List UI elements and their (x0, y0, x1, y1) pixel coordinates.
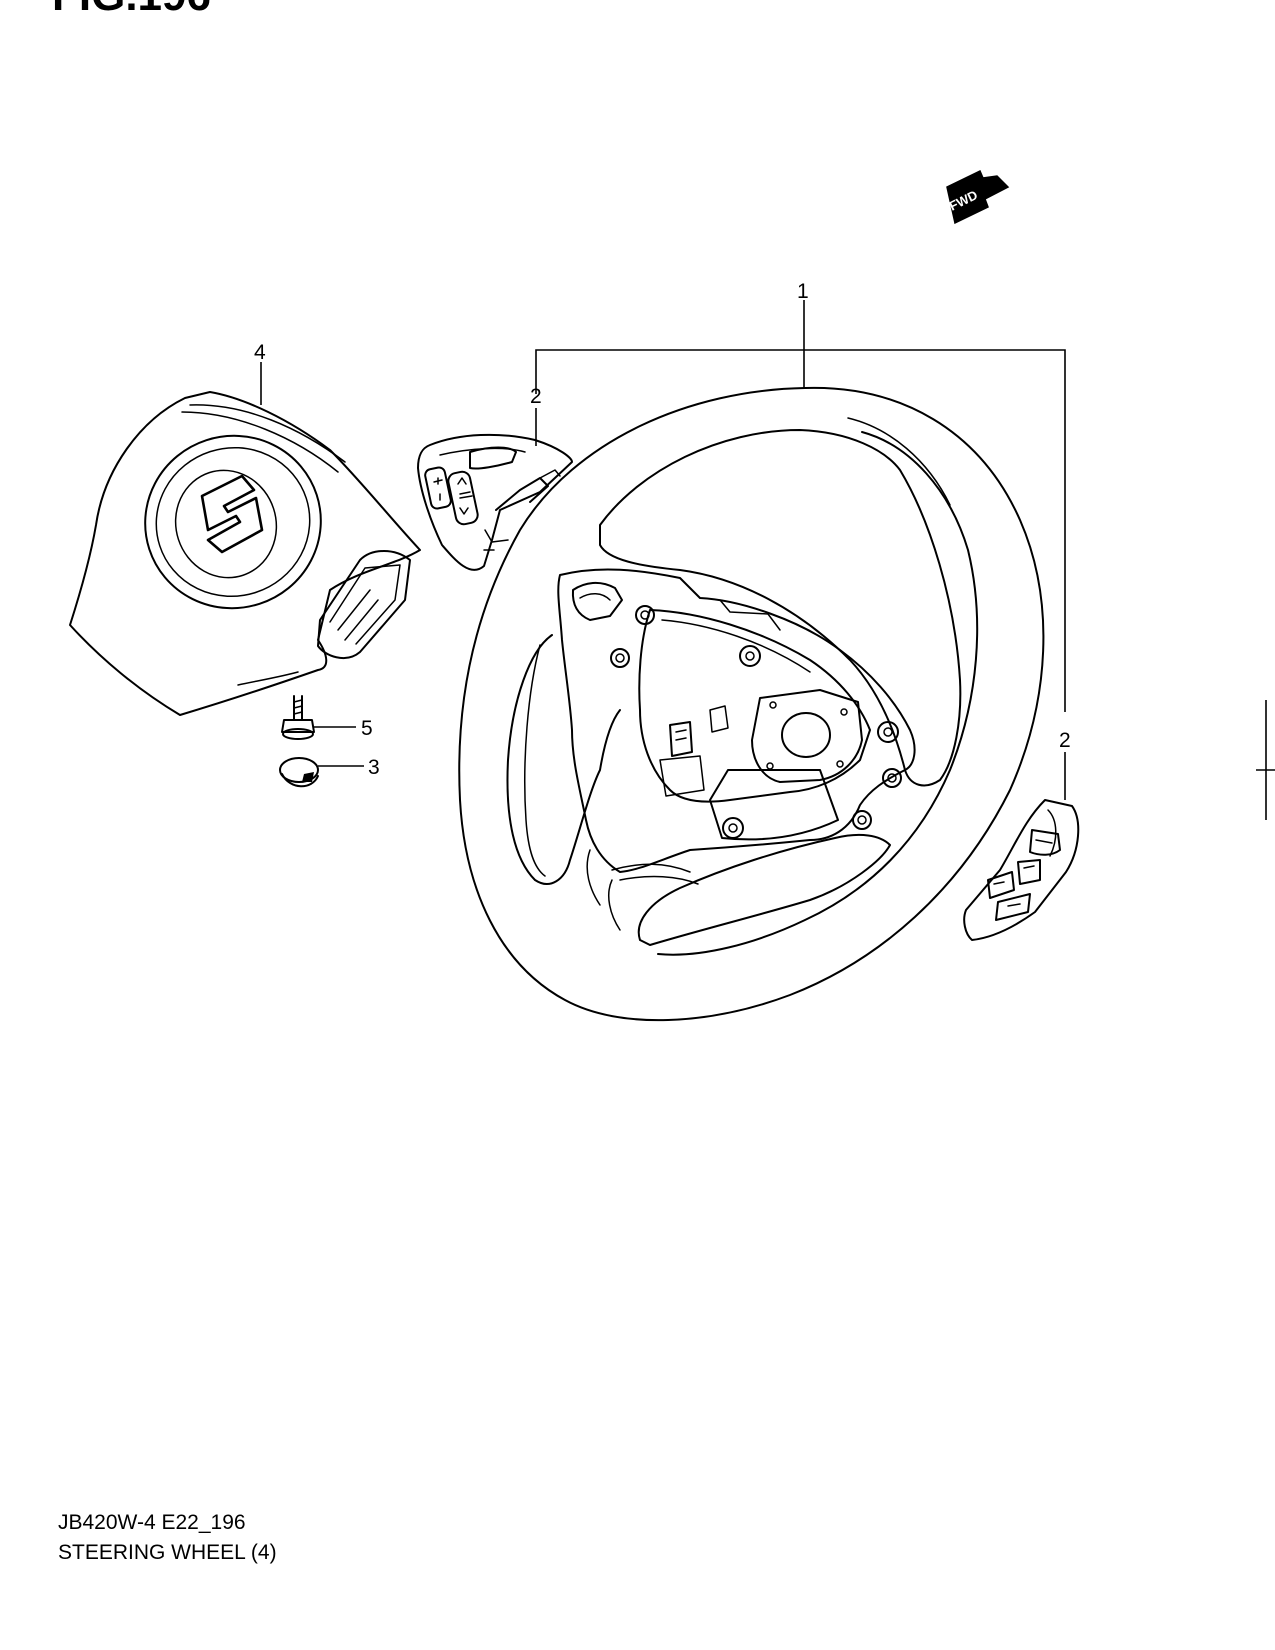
callout-5: 5 (361, 717, 373, 740)
screw-icon (610, 605, 902, 839)
figure-title: FIG.196 (52, 0, 211, 20)
cap-drawing (279, 757, 319, 788)
diagram-code: JB420W-4 E22_196 (58, 1511, 246, 1534)
callout-2-left: 2 (530, 385, 542, 408)
fwd-arrow-icon: FWD (946, 169, 1010, 225)
diagram-name: STEERING WHEEL (4) (58, 1541, 277, 1564)
callout-4: 4 (254, 341, 266, 364)
callout-1: 1 (797, 280, 809, 303)
callout-3: 3 (368, 756, 380, 779)
switch-right-drawing (963, 799, 1080, 941)
steering-wheel-drawing (458, 386, 1045, 1022)
bolt-drawing (281, 695, 315, 740)
leader-lines (260, 300, 1275, 820)
callout-2-right: 2 (1059, 729, 1071, 752)
pad-cover-drawing (69, 391, 421, 716)
switch-left-drawing (417, 433, 573, 571)
